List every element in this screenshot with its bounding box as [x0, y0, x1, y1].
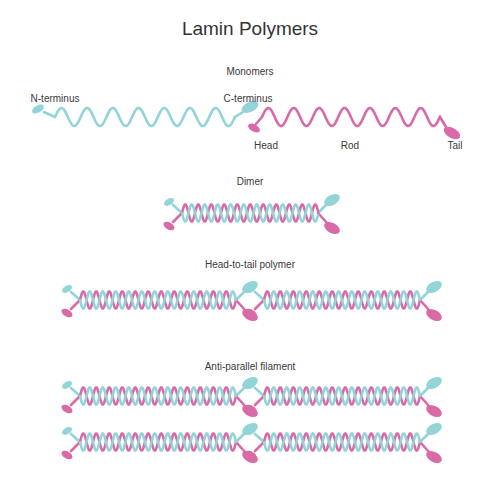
- terminal-domain: [31, 103, 46, 116]
- linker: [440, 117, 446, 127]
- helix-strand: [182, 205, 318, 222]
- part-label: C-terminus: [224, 93, 273, 104]
- terminal-domain: [61, 283, 74, 294]
- terminal-domain: [61, 425, 74, 436]
- linker: [44, 112, 55, 117]
- linker: [236, 291, 245, 300]
- helix-strand: [80, 434, 236, 451]
- helix-strand: [80, 292, 236, 309]
- linker: [71, 388, 80, 396]
- terminal-domain: [163, 196, 176, 207]
- linker: [235, 112, 243, 117]
- terminal-domain: [424, 449, 444, 466]
- helix-strand: [264, 388, 420, 405]
- diagram-title: Lamin Polymers: [182, 19, 318, 40]
- terminal-domain: [245, 283, 258, 294]
- terminal-domain: [424, 307, 444, 324]
- linker: [255, 388, 264, 396]
- linker: [236, 387, 245, 396]
- terminal-domain: [322, 220, 342, 237]
- part-label: N-terminus: [31, 93, 80, 104]
- section-heading: Head-to-tail polymer: [205, 259, 295, 270]
- section-heading: Anti-parallel filament: [205, 361, 296, 372]
- terminal-domain: [247, 122, 262, 135]
- helix-strand: [264, 388, 420, 405]
- terminal-domain: [245, 425, 258, 436]
- terminal-domain: [60, 403, 74, 415]
- terminal-domain: [442, 124, 463, 142]
- terminal-domain: [424, 279, 444, 296]
- linker: [255, 442, 264, 451]
- helix-strand: [264, 434, 420, 451]
- terminal-domain: [240, 307, 260, 324]
- part-label: Tail: [447, 140, 462, 151]
- linker: [71, 442, 80, 451]
- terminal-domain: [244, 403, 258, 415]
- linker: [173, 213, 182, 222]
- part-label: Head: [254, 140, 278, 151]
- linker: [236, 433, 245, 442]
- linker: [236, 300, 245, 310]
- terminal-domain: [424, 403, 444, 420]
- helix-strand: [182, 205, 318, 222]
- terminal-domain: [61, 379, 74, 390]
- helix-strand: [80, 434, 236, 451]
- helix-strand: [264, 292, 420, 309]
- terminal-domain: [60, 449, 74, 461]
- linker: [71, 292, 80, 300]
- linker: [71, 434, 80, 442]
- helix-strand: [80, 292, 236, 309]
- terminal-domain: [424, 375, 444, 392]
- linker: [420, 433, 429, 442]
- terminal-domain: [244, 307, 258, 319]
- linker: [420, 387, 429, 396]
- linker: [255, 396, 264, 405]
- section-heading: Dimer: [237, 176, 264, 187]
- helix-strand: [264, 434, 420, 451]
- terminal-domain: [322, 192, 342, 209]
- linker: [255, 434, 264, 442]
- linker: [236, 442, 245, 452]
- terminal-domain: [240, 403, 260, 420]
- part-label: Rod: [341, 140, 359, 151]
- linker: [420, 442, 429, 452]
- terminal-domain: [162, 220, 176, 232]
- terminal-domain: [424, 421, 444, 438]
- linker: [420, 396, 429, 406]
- linker: [255, 292, 264, 300]
- helix-strand: [80, 388, 236, 405]
- linker: [318, 204, 327, 213]
- linker: [255, 300, 264, 309]
- alpha-helix: [55, 108, 235, 126]
- helix-strand: [264, 292, 420, 309]
- linker: [71, 300, 80, 309]
- helix-strand: [80, 388, 236, 405]
- terminal-domain: [244, 449, 258, 461]
- linker: [420, 291, 429, 300]
- alpha-helix: [262, 108, 440, 126]
- linker: [173, 205, 182, 213]
- linker: [71, 396, 80, 405]
- terminal-domain: [60, 307, 74, 319]
- linker: [318, 213, 327, 223]
- linker: [420, 300, 429, 310]
- section-heading: Monomers: [226, 66, 273, 77]
- linker: [256, 117, 262, 124]
- terminal-domain: [240, 449, 260, 466]
- linker: [236, 396, 245, 406]
- terminal-domain: [245, 379, 258, 390]
